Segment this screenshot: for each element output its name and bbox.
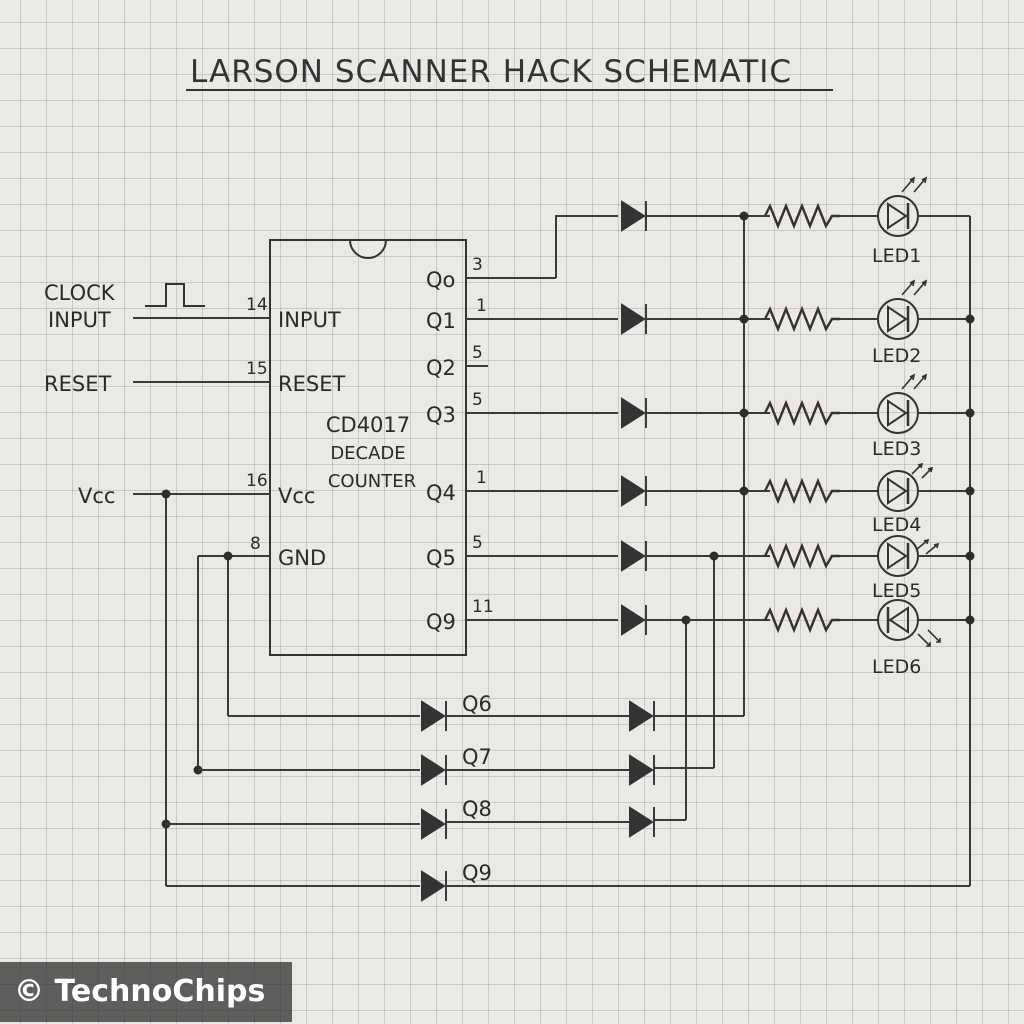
svg-text:5: 5 bbox=[472, 533, 483, 553]
svg-text:3: 3 bbox=[472, 255, 483, 275]
svg-text:RESET: RESET bbox=[278, 372, 345, 396]
svg-text:5: 5 bbox=[472, 390, 483, 410]
svg-text:Q5: Q5 bbox=[426, 546, 456, 570]
right-pin-q5: 5 Q5 bbox=[426, 533, 618, 570]
schematic-title: LARSON SCANNER HACK SCHEMATIC bbox=[190, 54, 792, 90]
resistor-6 bbox=[763, 606, 878, 634]
svg-text:Q3: Q3 bbox=[426, 403, 456, 427]
resistor-3 bbox=[763, 399, 878, 427]
output-diode-q9 bbox=[621, 604, 686, 636]
svg-text:LED3: LED3 bbox=[872, 438, 921, 460]
svg-text:LED6: LED6 bbox=[872, 656, 921, 678]
vcc-label: Vcc bbox=[78, 484, 115, 508]
right-pin-q2: 5 Q2 bbox=[426, 343, 488, 380]
led-5: LED5 bbox=[872, 535, 970, 602]
resistor-5 bbox=[763, 542, 878, 570]
svg-text:1: 1 bbox=[476, 296, 487, 316]
bottom-row-q8: Q8 bbox=[166, 797, 686, 840]
ic-notch bbox=[349, 239, 387, 259]
clock-label-1: CLOCK bbox=[44, 281, 116, 305]
resistor-4 bbox=[763, 477, 878, 505]
bottom-row-q6: Q6 bbox=[228, 692, 744, 732]
svg-text:5: 5 bbox=[472, 343, 483, 363]
svg-text:LED4: LED4 bbox=[872, 514, 921, 536]
svg-text:11: 11 bbox=[472, 597, 494, 617]
svg-text:16: 16 bbox=[246, 471, 268, 491]
svg-text:Q6: Q6 bbox=[462, 692, 492, 716]
svg-text:14: 14 bbox=[246, 295, 268, 315]
watermark-label: © TechnoChips bbox=[0, 962, 292, 1022]
clock-pulse-icon bbox=[145, 283, 205, 307]
led-3: LED3 bbox=[872, 373, 970, 460]
svg-text:Q7: Q7 bbox=[462, 745, 492, 769]
svg-text:LED2: LED2 bbox=[872, 345, 921, 367]
left-pin-gnd: 8 GND bbox=[198, 534, 326, 570]
ic-name: CD4017 bbox=[326, 413, 410, 437]
output-diode-q5 bbox=[621, 540, 770, 572]
svg-text:Q8: Q8 bbox=[462, 797, 492, 821]
ic-desc-2: COUNTER bbox=[328, 471, 416, 492]
bottom-row-q9: Q9 bbox=[166, 861, 970, 902]
ic-body bbox=[269, 239, 467, 656]
led-6: LED6 bbox=[872, 599, 970, 678]
svg-text:Q9: Q9 bbox=[462, 861, 492, 885]
right-pin-q1: 1 Q1 bbox=[426, 296, 618, 333]
svg-text:Q2: Q2 bbox=[426, 356, 456, 380]
right-pin-q9: 11 Q9 bbox=[426, 597, 618, 634]
output-diode-q3 bbox=[621, 397, 770, 429]
output-diode-q1 bbox=[621, 303, 770, 335]
left-pin-vcc: 16 Vcc bbox=[133, 471, 315, 508]
right-pin-q4: 1 Q4 bbox=[426, 468, 618, 505]
right-pin-q3: 5 Q3 bbox=[426, 390, 618, 427]
output-diode-q0 bbox=[621, 200, 770, 232]
svg-text:15: 15 bbox=[246, 359, 268, 379]
output-diode-q4 bbox=[621, 475, 770, 507]
svg-text:Vcc: Vcc bbox=[278, 484, 315, 508]
left-pin-reset: 15 RESET bbox=[133, 359, 345, 396]
left-pin-input: 14 INPUT bbox=[133, 295, 341, 332]
svg-text:8: 8 bbox=[250, 534, 261, 554]
ic-desc-1: DECADE bbox=[330, 443, 405, 464]
led-2: LED2 bbox=[872, 279, 970, 367]
resistor-2 bbox=[763, 305, 878, 333]
clock-label-2: INPUT bbox=[48, 308, 111, 332]
svg-text:Qo: Qo bbox=[426, 268, 455, 292]
svg-text:Q4: Q4 bbox=[426, 481, 456, 505]
led-1: LED1 bbox=[872, 176, 970, 267]
led-4: LED4 bbox=[872, 462, 970, 536]
svg-text:LED5: LED5 bbox=[872, 580, 921, 602]
svg-text:1: 1 bbox=[476, 468, 487, 488]
svg-text:INPUT: INPUT bbox=[278, 308, 341, 332]
svg-text:Q9: Q9 bbox=[426, 610, 456, 634]
svg-text:Q1: Q1 bbox=[426, 309, 456, 333]
right-pin-q0: 3 Qo bbox=[426, 215, 618, 292]
bottom-row-q7: Q7 bbox=[198, 745, 714, 786]
reset-label: RESET bbox=[44, 372, 111, 396]
resistor-1 bbox=[763, 202, 878, 230]
svg-text:GND: GND bbox=[278, 546, 326, 570]
svg-text:LED1: LED1 bbox=[872, 245, 921, 267]
